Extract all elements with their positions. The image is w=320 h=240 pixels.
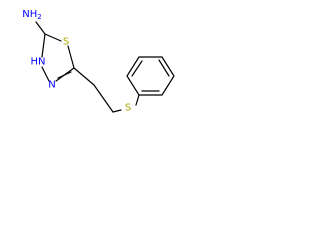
bond-c5-n4-double-inner [57,71,72,79]
bond-c2-s1 [44,33,62,42]
ring-n-label: N [48,80,55,91]
ring-sulfur-label: S [63,37,69,48]
amine-subscript: 2 [37,13,41,21]
bond-ch2-s [112,109,122,113]
bond-n3-c2 [41,33,46,58]
thioether-sulfur-label: S [125,103,131,114]
bond-c2-nh2 [35,21,46,35]
amine-label: NH2 [22,9,41,22]
bond-s-phenyl [135,94,140,106]
amine-text: NH [22,9,37,20]
phenyl-ring [126,56,175,96]
bond-n4-n3 [41,66,50,82]
phenyl-double-bond-2 [158,59,170,77]
bond-s1-c5 [67,45,75,69]
bond-c5-ch2 [73,67,95,86]
chemical-structure: NH2 S HN N S [22,9,175,114]
ring-nh-label: HN [31,57,46,68]
phenyl-double-bond-3 [131,60,143,77]
bond-ch2-ch2 [93,84,114,113]
